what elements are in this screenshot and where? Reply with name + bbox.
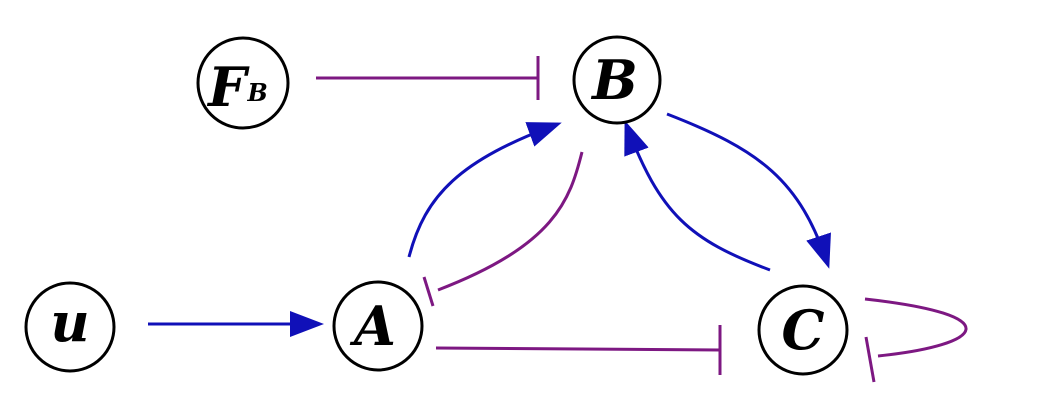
node-fb: FB — [196, 36, 290, 130]
edge-b-activates-c — [666, 112, 831, 269]
node-c-label: C — [782, 298, 825, 362]
edge-b-inhibits-a — [422, 151, 584, 307]
node-u: u — [24, 281, 116, 373]
node-c: C — [757, 284, 849, 376]
node-b-label: B — [590, 48, 638, 112]
edge-a-inhibits-c — [435, 325, 722, 375]
edges — [148, 56, 968, 383]
node-u-label: u — [50, 290, 89, 354]
edge-a-activates-b — [407, 122, 562, 258]
node-a: A — [332, 280, 424, 372]
node-a-label: A — [349, 294, 396, 358]
node-fb-label: FB — [206, 55, 268, 119]
node-fb-subscript: B — [247, 78, 268, 107]
node-fb-letter: F — [206, 55, 250, 119]
edge-c-activates-b — [624, 120, 771, 272]
edge-fb-inhibits-b — [316, 56, 540, 100]
edge-c-inhibits-self — [864, 297, 968, 383]
node-b: B — [572, 35, 662, 125]
